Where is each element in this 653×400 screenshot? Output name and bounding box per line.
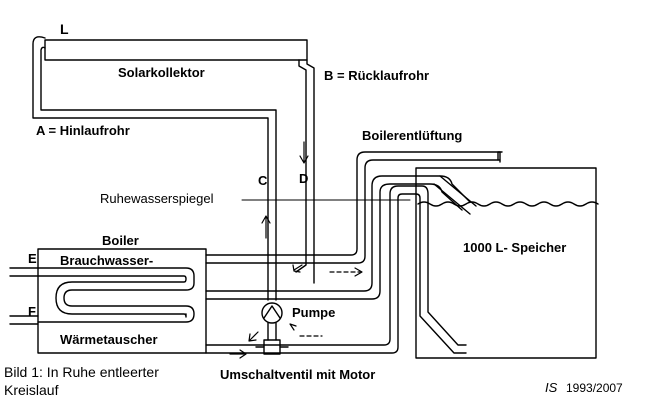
label-f: F: [28, 304, 36, 319]
label-boilerentlueftung: Boilerentlüftung: [362, 128, 463, 143]
label-l: L: [60, 21, 69, 37]
switch-valve-icon: [255, 339, 289, 355]
label-brauchwasser: Brauchwasser-: [60, 253, 154, 268]
label-pumpe: Pumpe: [292, 305, 336, 320]
label-ruhewasserspiegel: Ruhewasserspiegel: [100, 191, 214, 206]
flow-arrows: [229, 141, 363, 359]
arrow-left-boiler: [292, 264, 303, 273]
pump-icon: [261, 302, 283, 341]
label-umschaltventil: Umschaltventil mit Motor: [220, 367, 376, 382]
label-a-hinlaufrohr: A = Hinlaufrohr: [36, 123, 130, 138]
caption-line-2: Kreislauf: [4, 382, 59, 398]
label-c: C: [258, 173, 268, 188]
arrow-dashed-left-head: [289, 323, 297, 331]
label-solarkollektor: Solarkollektor: [118, 65, 205, 80]
label-b-ruecklaufrohr: B = Rücklaufrohr: [324, 68, 430, 83]
label-speicher: 1000 L- Speicher: [463, 240, 567, 255]
arrow-dashed-right-head: [354, 267, 363, 277]
boiler-vent: [433, 175, 477, 215]
caption-line-1: Bild 1: In Ruhe entleerter: [4, 364, 159, 380]
arrow-down-d: [299, 141, 309, 164]
boiler-box: [37, 248, 207, 354]
arrow-valve-left: [229, 349, 247, 359]
label-d: D: [299, 171, 309, 186]
storage-tank: [415, 167, 597, 359]
heat-exchanger-coil: [9, 267, 195, 325]
boiler-connecting-pipes: [205, 151, 503, 354]
arrow-up-c: [261, 215, 271, 239]
credit-initials: IS: [545, 380, 558, 395]
credit-year: 1993/2007: [566, 381, 623, 395]
water-surface-wave: [417, 201, 599, 207]
pipe-b-ruecklaufrohr: [295, 59, 315, 284]
label-e: E: [28, 251, 37, 266]
label-boiler: Boiler: [102, 233, 139, 248]
arrow-pump-in: [248, 331, 259, 342]
pipe-a-hinlaufrohr: [32, 36, 277, 301]
label-waermetauscher: Wärmetauscher: [60, 332, 158, 347]
solar-collector-panel: [44, 39, 308, 61]
